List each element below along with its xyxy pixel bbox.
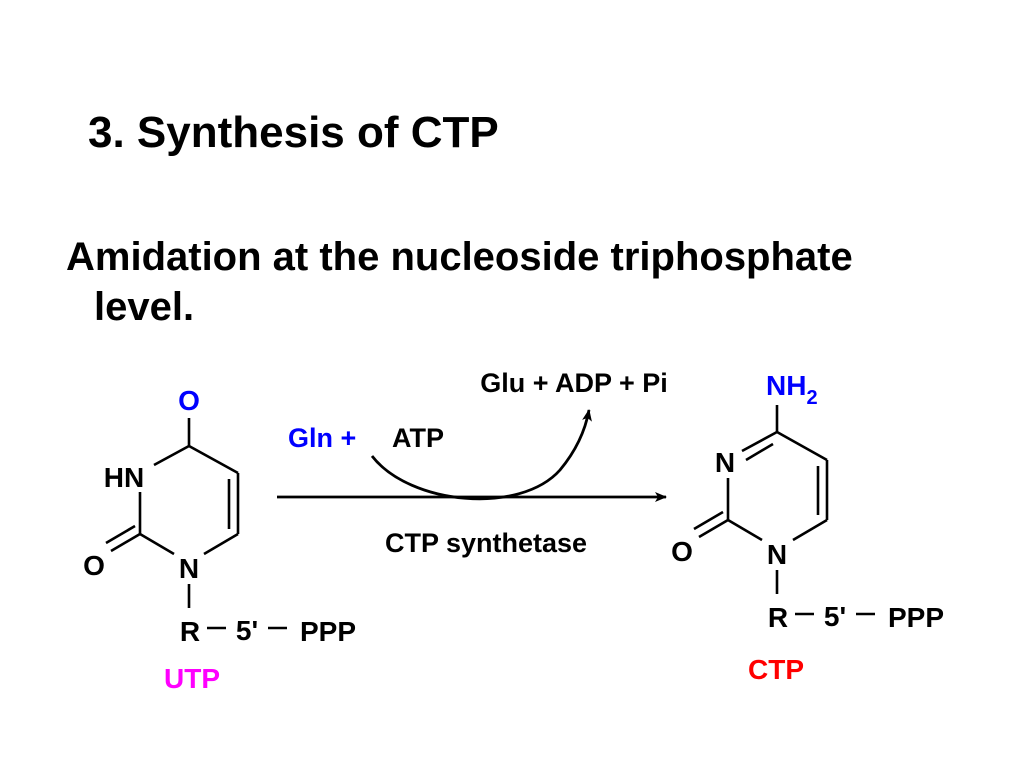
- ctp-atoms: NH2 N O N R 5' PPP CTP: [671, 370, 944, 685]
- utp-bond-n3-c4: [153, 444, 190, 467]
- slide-body: Amidation at the nucleoside triphosphate…: [66, 232, 996, 332]
- body-line-1: Amidation at the nucleoside triphosphate: [66, 235, 853, 279]
- enzyme-label: CTP synthetase: [385, 528, 587, 558]
- ctp-atom-nh2: NH2: [766, 370, 818, 409]
- side-products-label: Glu + ADP + Pi: [480, 368, 668, 398]
- ctp-five-prime: 5': [824, 601, 846, 632]
- side-reaction-curved-arrow: [370, 409, 592, 501]
- utp-atoms: O HN O N R 5' PPP UTP: [83, 385, 356, 694]
- ctp-atom-n3: N: [715, 447, 735, 478]
- utp-label: UTP: [164, 663, 220, 694]
- utp-bond-n1-c2: [139, 532, 175, 556]
- utp-bond-c2-o: [110, 532, 141, 553]
- ctp-structure: [693, 405, 875, 616]
- ctp-bond-c6-n1: [792, 518, 828, 542]
- utp-atom-n1: N: [179, 553, 199, 584]
- reaction-labels: Glu + ADP + Pi Gln + ATP CTP synthetase: [288, 368, 668, 558]
- ctp-bond-c2-o: [698, 518, 729, 539]
- gln-label: Gln +: [288, 423, 356, 453]
- slide-title: 3. Synthesis of CTP: [88, 108, 499, 157]
- ctp-atom-o-left: O: [671, 536, 693, 567]
- ctp-bond-c2-o-double: [693, 510, 724, 531]
- ctp-bond-n3-c4: [741, 430, 778, 453]
- utp-bond-c6-n1: [203, 532, 239, 556]
- ctp-bond-n1-c2: [727, 518, 763, 542]
- reaction-arrows: [277, 409, 667, 502]
- ctp-bond-c4-c5: [776, 430, 828, 462]
- utp-atom-o-left: O: [83, 550, 105, 581]
- atp-label: ATP: [392, 423, 444, 453]
- ctp-ppp: PPP: [888, 602, 944, 633]
- utp-atom-r: R: [180, 616, 200, 647]
- ctp-atom-n1: N: [767, 539, 787, 570]
- utp-atom-hn: HN: [104, 462, 144, 493]
- utp-ppp: PPP: [300, 616, 356, 647]
- ctp-atom-r: R: [768, 602, 788, 633]
- utp-bond-c4-c5: [188, 444, 239, 475]
- body-line-2: level.: [94, 285, 195, 329]
- ctp-label: CTP: [748, 654, 804, 685]
- utp-structure: [105, 418, 287, 630]
- ctp-bond-n3-c4-double: [745, 442, 774, 462]
- utp-bond-c2-o-double: [105, 524, 136, 545]
- utp-five-prime: 5': [236, 615, 258, 646]
- utp-atom-o-top: O: [178, 385, 200, 416]
